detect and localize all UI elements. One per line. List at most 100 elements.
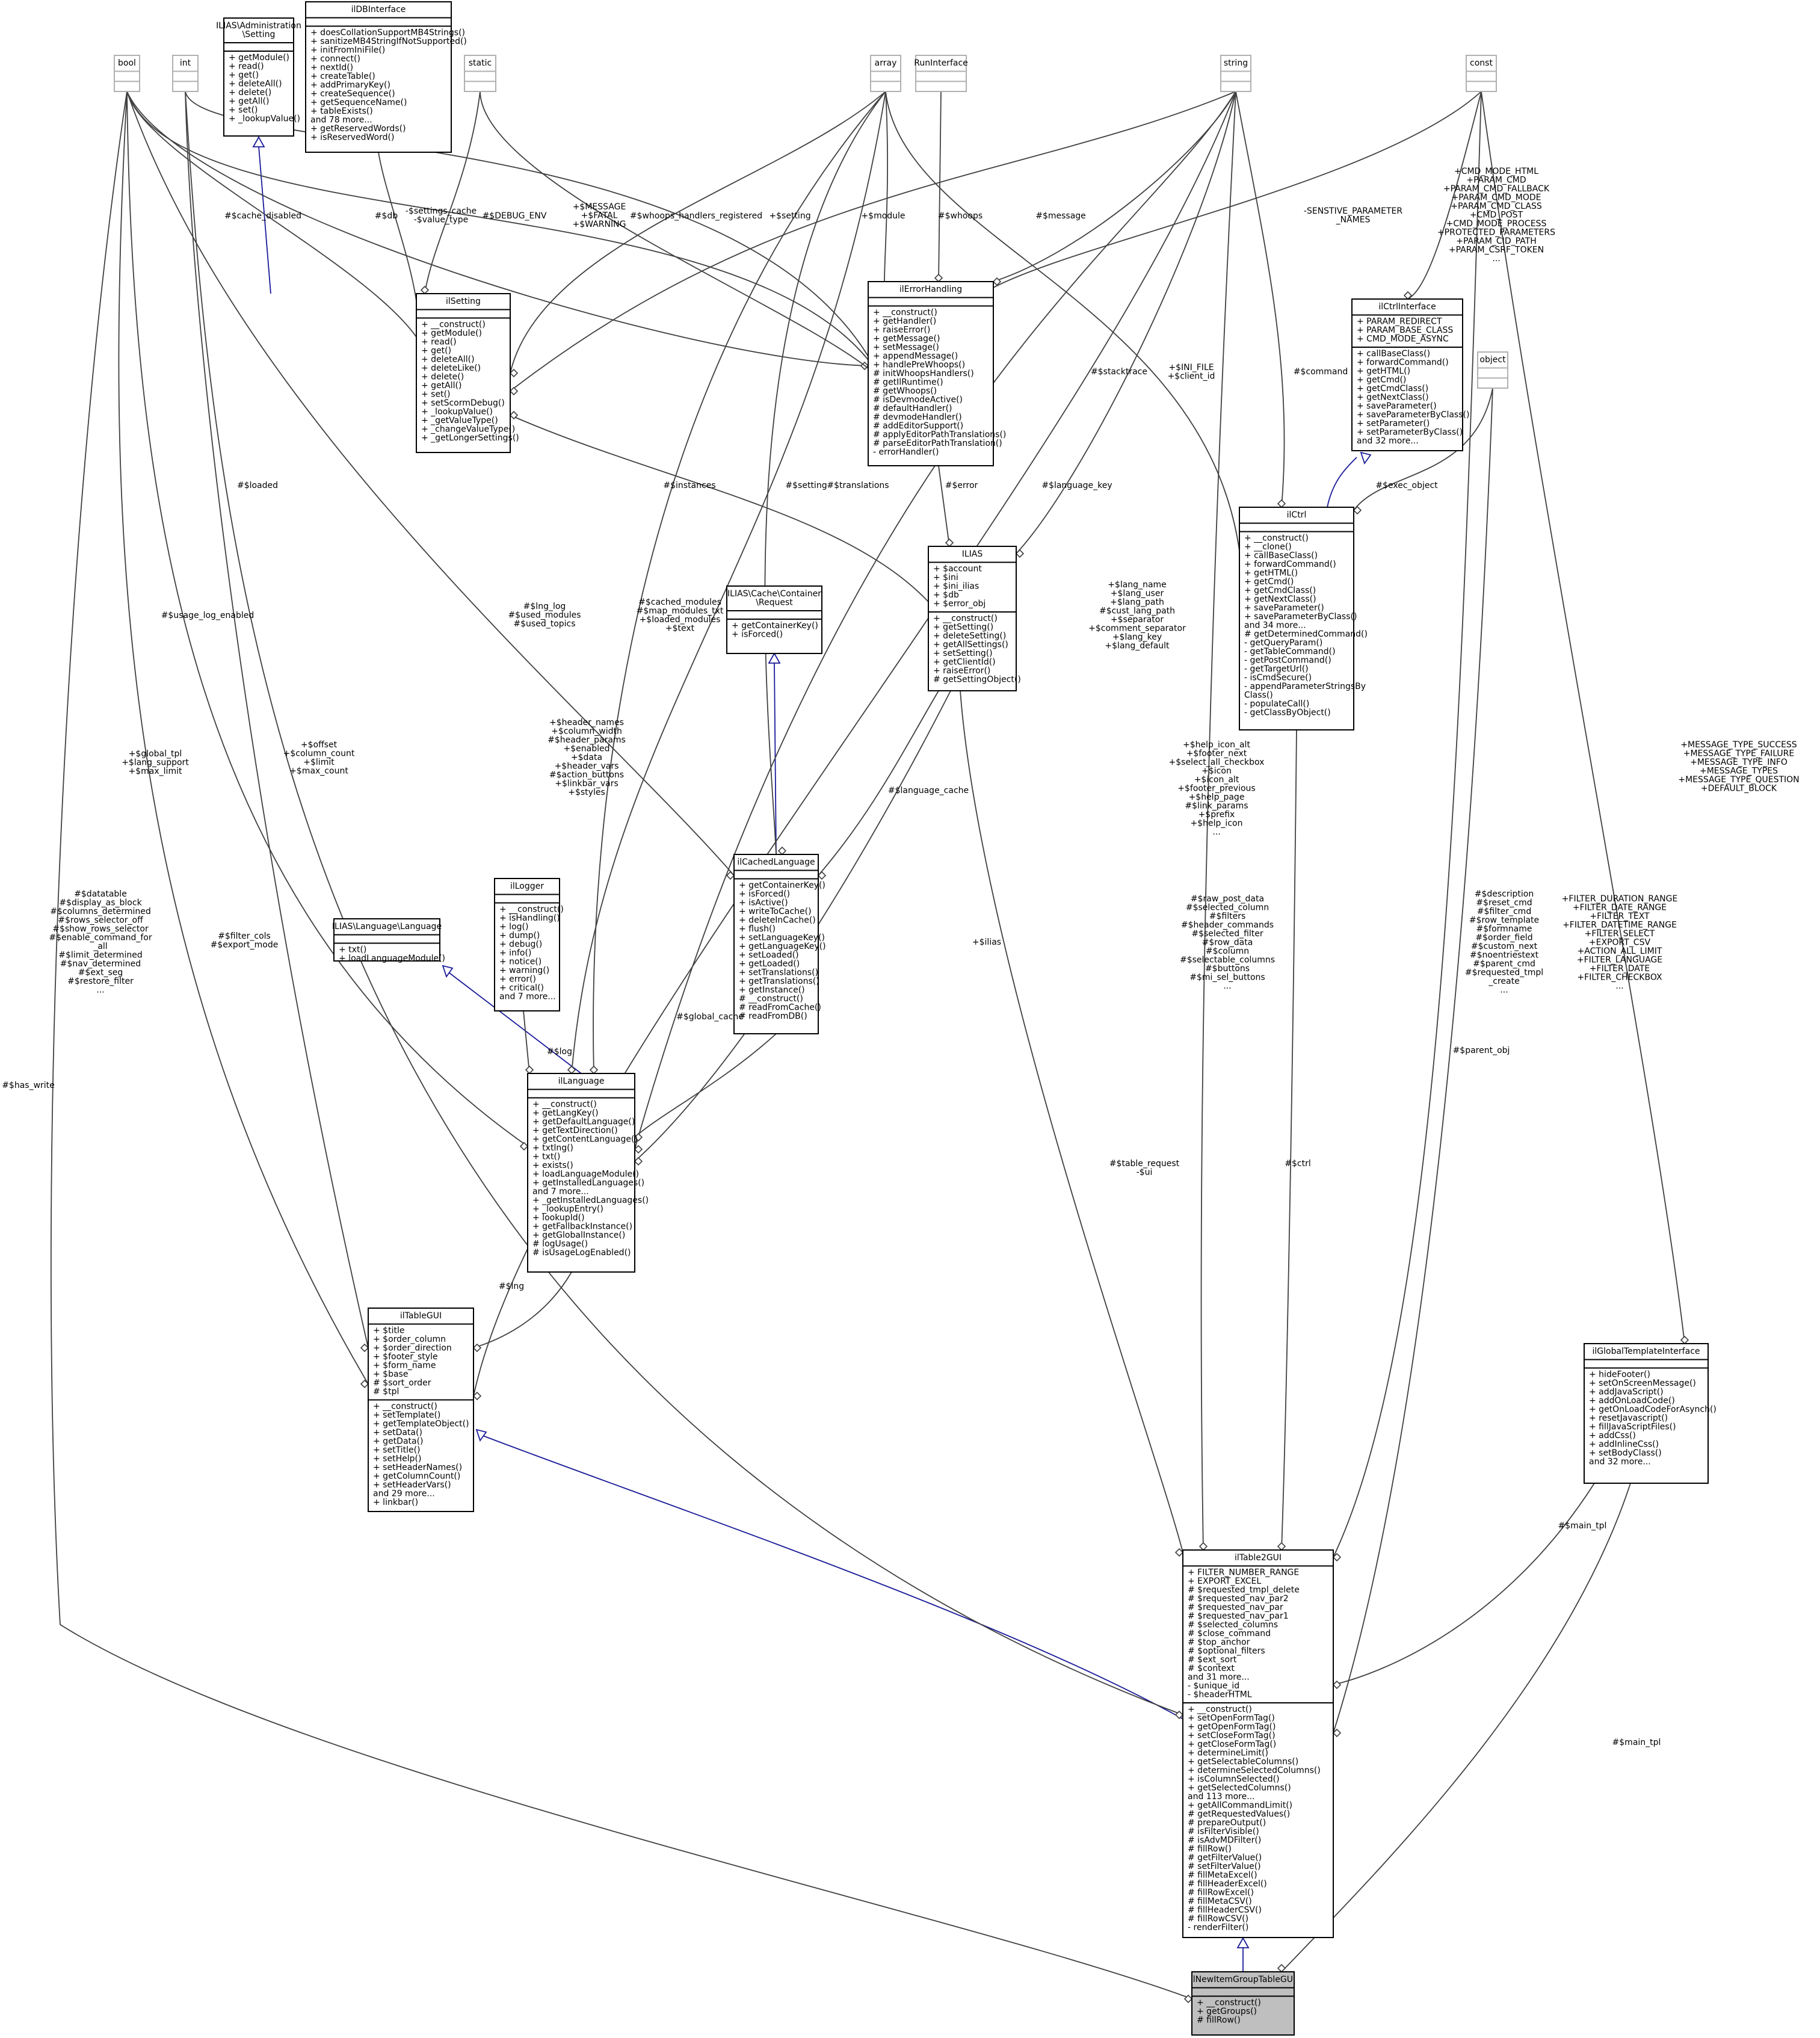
class-method: + getCmd() — [1244, 577, 1294, 587]
class-title: ILIAS\Language\Language — [332, 922, 442, 931]
edge-label-line: +FILTER_TEXT — [1590, 912, 1650, 921]
class-method: + getData() — [373, 1437, 424, 1447]
edge-label-line: #$selected_filter — [1191, 929, 1263, 939]
edge-label-line: +$FATAL — [581, 211, 618, 221]
class-ilnew[interactable]: ilNewItemGroupTableGUI+ __construct()+ g… — [1191, 1971, 1295, 2036]
class-ilerr[interactable]: ilErrorHandling+ __construct()+ getHandl… — [868, 281, 1006, 466]
class-method: + _lookupEntry() — [532, 1205, 603, 1214]
class-method: + initFromIniFile() — [310, 46, 385, 55]
class-bool[interactable]: bool — [114, 55, 140, 92]
relation-edge — [185, 91, 869, 357]
class-static[interactable]: static — [464, 55, 496, 92]
class-ilctrlif[interactable]: ilCtrlInterface+ PARAM_REDIRECT+ PARAM_B… — [1351, 298, 1469, 451]
class-iltpl[interactable]: ilGlobalTemplateInterface+ hideFooter()+… — [1584, 1343, 1717, 1484]
edge-label-line: #$row_template — [1469, 916, 1539, 925]
edge-label-line: +FILTER_LANGUAGE — [1577, 956, 1662, 965]
edge-label-language-key: #$language_key — [1041, 481, 1112, 490]
class-method: + setLoaded() — [739, 951, 799, 960]
class-method: + addJavaScript() — [1589, 1388, 1664, 1397]
edge-label-line: +$prefix — [1198, 810, 1235, 820]
class-method: + createSequence() — [310, 89, 395, 99]
class-illang[interactable]: ilLanguage+ __construct()+ getLangKey()+… — [527, 1073, 649, 1273]
class-method: # fillRow() — [1188, 1844, 1232, 1854]
class-method: + setMessage() — [873, 343, 939, 353]
class-run[interactable]: RunInterface — [914, 55, 968, 92]
class-method: + addPrimaryKey() — [310, 81, 390, 90]
edge-label-line: #$loaded — [237, 481, 278, 490]
class-ilsetting[interactable]: ilSetting+ __construct()+ getModule()+ r… — [416, 293, 519, 453]
class-cachereq[interactable]: ILIAS\Cache\Container\Request+ getContai… — [726, 585, 822, 654]
class-iltable2[interactable]: ilTable2GUI+ FILTER_NUMBER_RANGE+ EXPORT… — [1182, 1549, 1334, 1938]
edge-label-ctrl: #$ctrl — [1285, 1159, 1310, 1169]
class-method: + debug() — [499, 940, 542, 950]
edge-label-line: +$lang_name — [1108, 580, 1167, 590]
edge-label-line: #$link_params — [1185, 801, 1248, 811]
class-method: - isCmdSecure() — [1244, 673, 1312, 683]
inheritance-arrow — [1236, 1937, 1250, 1948]
class-method: + txt() — [339, 945, 366, 955]
class-setting_if[interactable]: ILIAS\Administration\Setting+ getModule(… — [216, 17, 301, 137]
class-method: + getGroups() — [1197, 2007, 1257, 2016]
class-method: + addInlineCss() — [1589, 1440, 1659, 1450]
class-illogger[interactable]: ilLogger+ __construct()+ isHandling()+ l… — [494, 878, 564, 1011]
class-method: + setSetting() — [933, 649, 993, 658]
class-title: ILIAS\Cache\Container — [727, 589, 821, 599]
relation-edge — [449, 972, 582, 1074]
edge-label-line: +PARAM_CMD — [1466, 176, 1526, 185]
class-method: + __clone() — [1244, 542, 1292, 552]
class-iltable[interactable]: ilTableGUI+ $title+ $order_column+ $orde… — [368, 1308, 474, 1512]
class-method: + getHTML() — [1357, 366, 1410, 376]
composition-diamond — [1015, 549, 1025, 558]
edge-label-setting-plus: +$setting — [769, 211, 810, 221]
edge-label-cmd-consts: +CMD_MODE_HTML+PARAM_CMD+PARAM_CMD_FALLB… — [1437, 167, 1555, 264]
class-ilctrl[interactable]: ilCtrl+ __construct()+ __clone()+ callBa… — [1239, 507, 1368, 730]
class-ilcached[interactable]: ilCachedLanguage+ getContainerKey()+ isF… — [733, 854, 826, 1034]
edge-label-line: ... — [96, 986, 104, 995]
class-ilias[interactable]: ILIAS+ $account+ $ini+ $ini_ilias+ $db+ … — [928, 546, 1021, 691]
relation-edge — [1016, 91, 1236, 554]
edge-label-instances: #$instances — [663, 481, 715, 490]
class-method: + getCloseFormTag() — [1188, 1740, 1276, 1749]
class-object[interactable]: object — [1477, 351, 1508, 389]
edge-label-line: #$action_buttons — [549, 770, 624, 780]
class-ildb[interactable]: ilDBInterface+ doesCollationSupportMB4St… — [305, 1, 467, 153]
class-title: int — [180, 58, 191, 68]
class-langif[interactable]: ILIAS\Language\Language+ txt()+ loadLang… — [332, 918, 445, 963]
class-string[interactable]: string — [1220, 55, 1251, 92]
relation-edge — [185, 91, 1183, 1715]
edge-label-table-request: #$table_request-$ui — [1109, 1159, 1180, 1178]
class-method: + __construct() — [1197, 1998, 1261, 2008]
class-attribute: # $top_anchor — [1188, 1638, 1250, 1647]
edge-label-line: #$translations — [827, 481, 889, 490]
class-method: + raiseError() — [933, 666, 990, 676]
composition-diamond — [509, 386, 519, 396]
edge-label-line: #$command — [1294, 367, 1348, 377]
class-const[interactable]: const — [1466, 55, 1497, 92]
edge-label-line: #$exec_object — [1375, 481, 1438, 490]
class-method: # isAdvMDFilter() — [1188, 1836, 1261, 1845]
class-method: + setParameterByClass() — [1357, 428, 1463, 437]
class-method: + getTranslations() — [739, 977, 819, 986]
class-method: + info() — [499, 948, 531, 958]
class-method: + getContentLanguage() — [532, 1135, 638, 1144]
class-method: + isForced() — [739, 889, 790, 899]
class-method: + deleteLike() — [421, 363, 481, 373]
edge-label-line: +CMD_MODE_PROCESS — [1446, 219, 1547, 229]
edge-label-line: +$comment_separator — [1088, 624, 1186, 634]
edge-label-line: +FILTER_CHECKBOX — [1577, 973, 1662, 983]
classes-layer: bool int ILIAS\Administration\Setting+ get… — [114, 1, 1717, 2036]
edge-label-line: #$map_modules_txt — [637, 607, 724, 616]
inheritance-arrow — [1360, 451, 1372, 465]
inheritance-arrow — [768, 652, 781, 664]
edge-label-line: +FILTER_DATETIME_RANGE — [1562, 921, 1677, 930]
edge-label-line: #$parent_cmd — [1473, 959, 1535, 969]
class-method: + getModule() — [229, 53, 289, 63]
class-method: + _getLongerSettings() — [421, 433, 519, 443]
edge-label-line: #$setting — [785, 481, 827, 490]
class-method: and 7 more... — [532, 1187, 589, 1197]
edge-label-line: +$separator — [1111, 615, 1164, 625]
relation-edge — [1353, 388, 1493, 511]
class-int[interactable]: int — [172, 55, 199, 92]
class-array[interactable]: array — [870, 55, 901, 92]
